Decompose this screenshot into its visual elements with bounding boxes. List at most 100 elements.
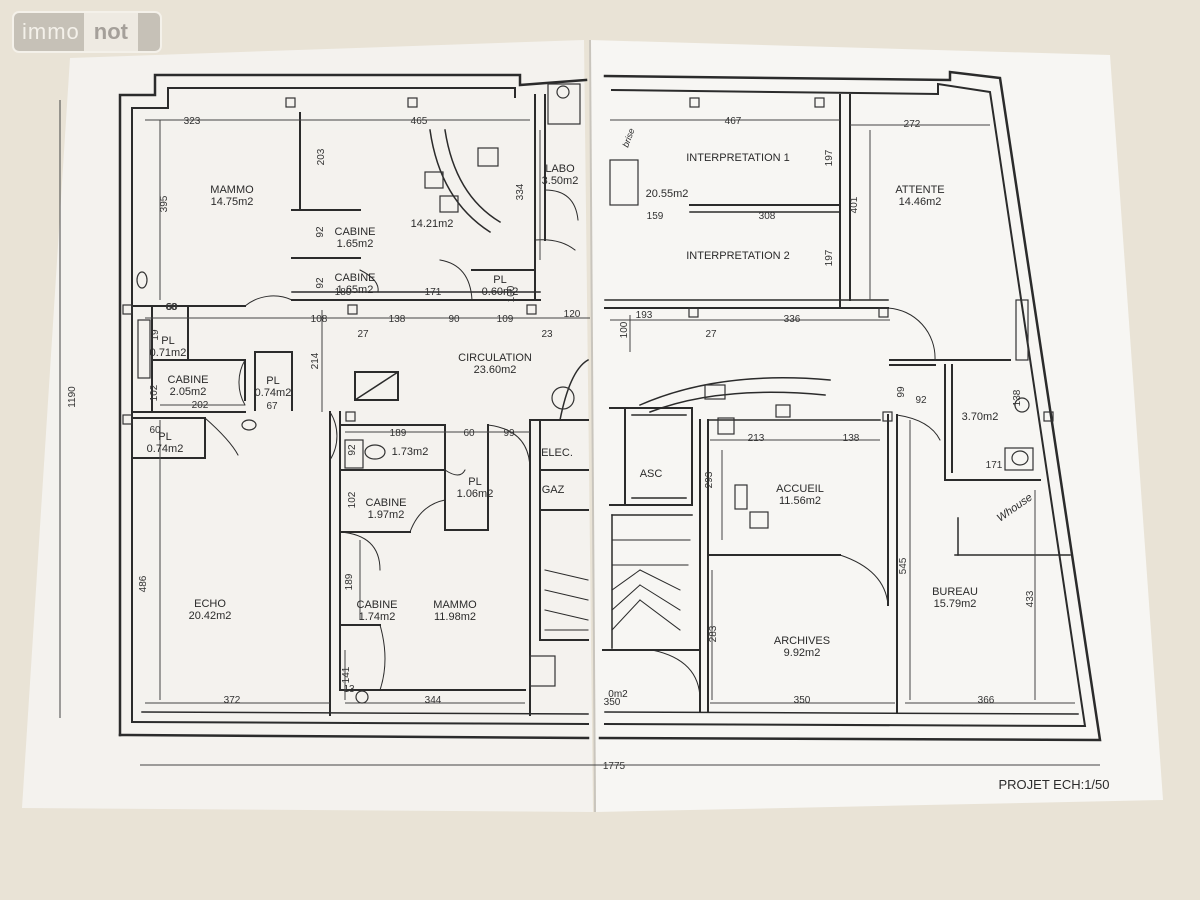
room-area: 14.21m2: [411, 218, 454, 230]
dimension-label: 102: [149, 384, 160, 401]
dimension-label: 60: [166, 302, 178, 313]
room-area: 20.55m2: [646, 188, 689, 200]
desk-chair: [439, 195, 459, 213]
dimension-label: 13: [343, 684, 355, 695]
dimension-label: 1190: [67, 386, 78, 408]
dimension-label: 334: [515, 183, 526, 200]
column-marker: [814, 97, 825, 108]
room-name: LABO: [545, 163, 575, 175]
desk-chair: [424, 171, 444, 189]
washbasin-bowl: [1014, 397, 1030, 413]
dimension-label: 120: [564, 309, 581, 320]
room-label-elec: ELEC.: [541, 447, 573, 459]
dimension-label: 366: [978, 695, 995, 706]
room-name: CABINE: [335, 226, 376, 238]
dimension-label: 60: [165, 302, 177, 313]
dimension-label: 214: [310, 352, 321, 369]
room-name: PL: [266, 375, 279, 387]
room-area: 1.74m2: [359, 611, 396, 623]
room-area: 1.06m2: [457, 488, 494, 500]
room-label-wc-173: 1.73m2: [392, 446, 429, 458]
room-name: MAMMO: [210, 184, 254, 196]
room-name: PL: [493, 274, 506, 286]
dimension-label: 92: [915, 395, 927, 406]
dimension-label: 272: [904, 119, 921, 130]
room-area: 0.74m2: [147, 443, 184, 455]
dimension-label: 213: [748, 433, 765, 444]
dimension-label: 27: [357, 329, 369, 340]
room-area: 1.97m2: [368, 509, 405, 521]
column-marker: [1043, 411, 1054, 422]
dimension-lines: [59, 100, 1100, 766]
room-area: 1.73m2: [392, 446, 429, 458]
room-area: 1.65m2: [337, 284, 374, 296]
tree-symbol: [551, 386, 575, 410]
dimension-label: 180: [335, 287, 352, 298]
dimension-label: 465: [411, 116, 428, 127]
dimension-label: 102: [347, 491, 358, 508]
dimension-label: 171: [986, 460, 1003, 471]
dimension-label: 433: [1025, 590, 1036, 607]
toilet: [344, 439, 364, 469]
dimension-label: 202: [192, 400, 209, 411]
washbasin-bowl: [556, 85, 570, 99]
dimension-label: 193: [636, 310, 653, 321]
desk-chair: [704, 384, 726, 400]
room-name: PL: [468, 476, 481, 488]
room-name: ARCHIVES: [774, 635, 830, 647]
column-marker: [407, 97, 418, 108]
washbasin-bowl: [241, 419, 257, 431]
room-area: 14.46m2: [899, 196, 942, 208]
immonot-watermark-logo: immo not: [12, 11, 162, 53]
dimension-label: 108: [311, 314, 328, 325]
room-name: CABINE: [366, 497, 407, 509]
column-marker: [526, 304, 537, 315]
right-paper-sheet: [590, 40, 1163, 812]
dimension-label: 197: [824, 249, 835, 266]
room-name: GAZ: [542, 484, 565, 496]
desk-chair: [749, 511, 769, 529]
room-name: ATTENTE: [895, 184, 944, 196]
room-name: INTERPRETATION 2: [686, 250, 790, 262]
dimension-label: 171: [425, 287, 442, 298]
room-area: 20.42m2: [189, 610, 232, 622]
room-label-gaz: GAZ: [542, 484, 565, 496]
room-name: ASC: [640, 468, 663, 480]
column-marker: [688, 307, 699, 318]
screen: [775, 404, 791, 418]
room-name: CABINE: [357, 599, 398, 611]
dimension-label: 99: [503, 428, 515, 439]
walls: [118, 70, 1102, 742]
cabinet: [609, 159, 639, 206]
washbasin-bowl: [136, 271, 148, 289]
dimension-label: 99: [896, 386, 907, 398]
sink: [529, 655, 556, 687]
dimension-label: 293: [704, 471, 715, 488]
column-marker: [122, 304, 133, 315]
room-label-unnamed-1421: 14.21m2: [411, 218, 454, 230]
room-label-unnamed-2055: 20.55m2: [646, 188, 689, 200]
dimension-label: 109: [497, 314, 514, 325]
dimension-label: 100: [506, 285, 517, 302]
room-area: 23.60m2: [474, 364, 517, 376]
room-label-asc: ASC: [640, 468, 663, 480]
fixtures: [122, 83, 1054, 704]
column-marker: [122, 414, 133, 425]
toilet: [1004, 447, 1034, 471]
cabinet: [734, 484, 748, 510]
room-area: 9.92m2: [784, 647, 821, 659]
dimension-label: 92: [347, 444, 358, 456]
room-label-interp-2: INTERPRETATION 2: [686, 250, 790, 262]
room-area: 0.60m2: [482, 286, 519, 298]
